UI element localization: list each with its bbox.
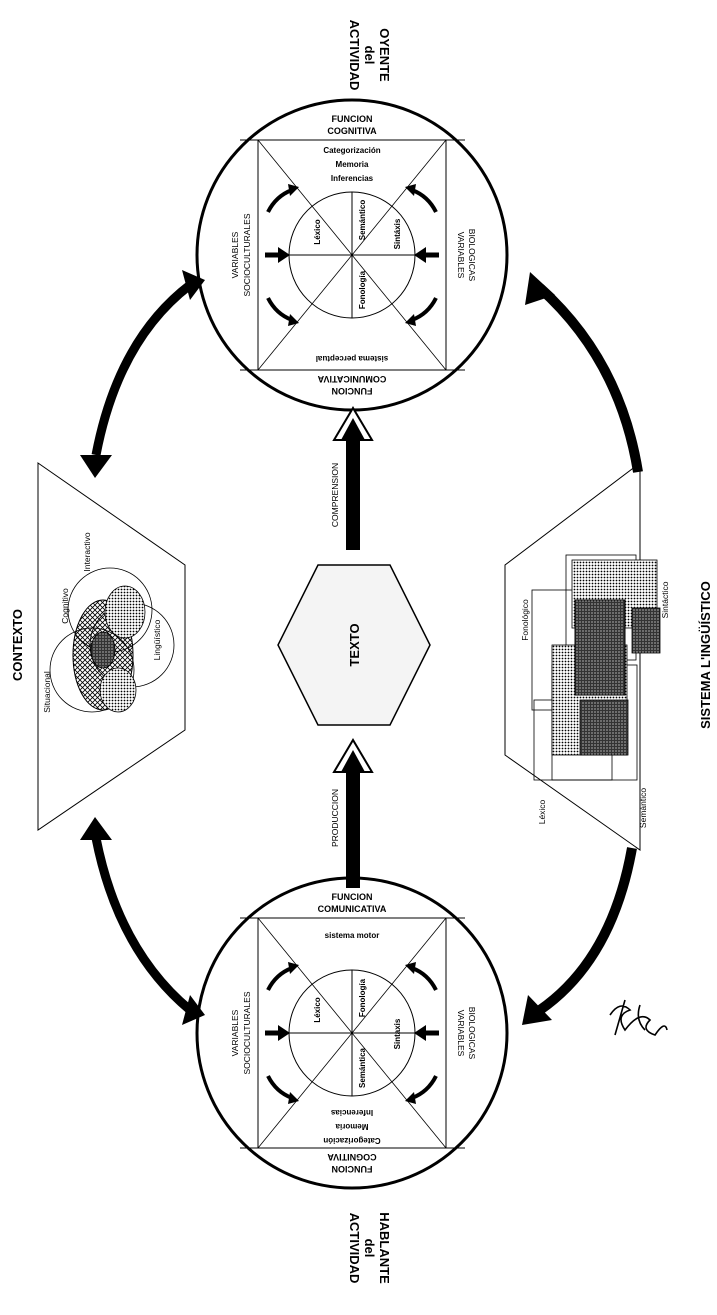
sistema-label-semantico: Semántico <box>638 788 648 828</box>
curved-arrow-upper-right <box>525 272 638 472</box>
hablante-core-semantica: Semántica <box>358 1047 367 1088</box>
oyente-right-box-label-1: VARIABLES <box>456 232 466 279</box>
hablante-top-box-label-1: FUNCION <box>332 892 373 902</box>
hablante-bottom-box-label-1: FUNCION <box>332 1164 373 1174</box>
curved-arrow-upper-left <box>80 270 205 478</box>
hablante-lower-text-3: Inferencias <box>330 1108 373 1117</box>
oyente-upper-text-2: Memoria <box>336 160 369 169</box>
oyente-core-fonologia: Fonología <box>358 270 367 309</box>
produccion-label: PRODUCCION <box>330 789 340 847</box>
sistema-label-lexico: Léxico <box>537 799 547 824</box>
curved-arrow-lower-right <box>522 848 632 1025</box>
contexto-label-interactivo: Interactivo <box>82 532 92 571</box>
oyente-core-semantico: Semántico <box>358 200 367 241</box>
oyente-upper-text-1: Categorización <box>323 146 380 155</box>
sistema-title: SISTEMA L'INGÜÍSTICO <box>698 581 713 729</box>
hablante-core-fonologia: Fonología <box>358 978 367 1017</box>
oyente-left-box-label-2: SOCIOCULTURALES <box>242 213 252 296</box>
hablante-activity-label-1: ACTIVIDAD <box>347 1213 362 1284</box>
oyente-right-box-label-2: BIOLOGICAS <box>467 229 477 282</box>
contexto-title: CONTEXTO <box>10 609 25 681</box>
sistema-label-fonologico: Fonológico <box>520 599 530 641</box>
oyente-top-box-label-2: COGNITIVA <box>327 126 377 136</box>
hablante-left-box-label-1: VARIABLES <box>230 1009 240 1056</box>
oyente-bottom-box-label-2: COMUNICATIVA <box>317 374 386 384</box>
texto-label: TEXTO <box>347 623 362 666</box>
hablante-right-box-label-1: VARIABLES <box>456 1010 466 1057</box>
hablante-core-sintaxis: Sintaxis <box>393 1018 402 1049</box>
oyente-activity-label-1: ACTIVIDAD <box>347 20 362 91</box>
oyente-bottom-box-label-1: FUNCION <box>332 386 373 396</box>
hablante-lower-text-1: Categorización <box>323 1136 380 1145</box>
hablante-right-box-label-2: BIOLOGICAS <box>467 1007 477 1060</box>
oyente-activity-label-3: OYENTE <box>377 28 392 82</box>
hablante-activity-label-3: HABLANTE <box>377 1212 392 1284</box>
hablante-activity-label-2: del <box>362 1239 377 1258</box>
oyente-activity-label-2: del <box>362 46 377 65</box>
contexto-label-linguistico: Lingüístico <box>152 619 162 660</box>
oyente-top-box-label-1: FUNCION <box>332 114 373 124</box>
contexto-label-cognitivo: Cognitivo <box>60 588 70 624</box>
oyente-lower-text: sistema perceptual <box>316 354 388 363</box>
sistema-label-sintactico: Sintáctico <box>660 581 670 618</box>
hablante-upper-text: sistema motor <box>325 931 380 940</box>
contexto-label-situacional: Situacional <box>42 671 52 713</box>
curved-arrow-lower-left <box>80 817 205 1025</box>
hablante-core-lexico: Léxico <box>313 997 322 1022</box>
signature-mark <box>610 1000 667 1035</box>
oyente-upper-text-3: Inferencias <box>331 174 374 183</box>
hablante-bottom-box-label-2: COGNITIVA <box>327 1152 377 1162</box>
hablante-left-box-label-2: SOCIOCULTURALES <box>242 991 252 1074</box>
oyente-core-sintaxis: Sintáxis <box>393 218 402 249</box>
oyente-left-box-label-1: VARIABLES <box>230 231 240 278</box>
oyente-core-lexico: Léxico <box>313 219 322 244</box>
hablante-lower-text-2: Memoria <box>335 1122 368 1131</box>
hablante-top-box-label-2: COMUNICATIVA <box>318 904 387 914</box>
comprension-label: COMPRENSION <box>330 463 340 527</box>
